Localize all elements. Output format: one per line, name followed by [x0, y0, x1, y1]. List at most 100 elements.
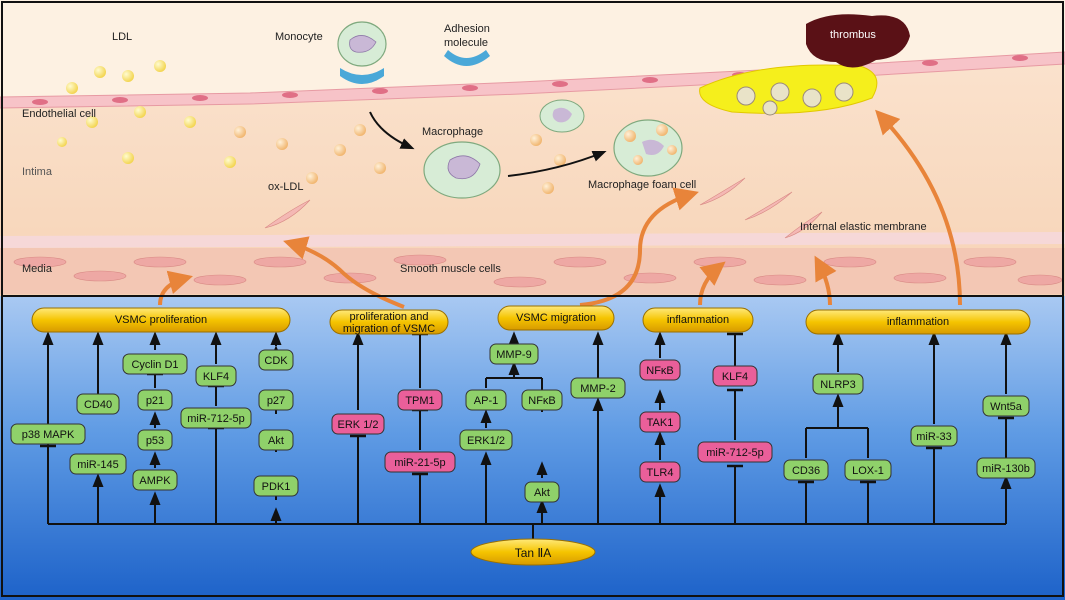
node-label-mir130b: miR-130b: [982, 463, 1030, 475]
effect-label-prolif_mig-1: proliferation and: [350, 311, 429, 323]
node-box: [459, 429, 513, 451]
node-cd36: CD36: [783, 459, 829, 481]
node-box: [639, 359, 681, 381]
node-label-mir712b: miR-712-5p: [706, 447, 763, 459]
node-cyclind1: Cyclin D1: [122, 353, 188, 375]
node-box: [195, 365, 237, 387]
tan-iia-shape: [470, 538, 596, 566]
node-erk12b: ERK1/2: [459, 429, 513, 451]
node-box: [253, 475, 299, 497]
macrophage-to-foam-arrow: [507, 150, 607, 177]
label-intima: Intima: [22, 166, 53, 178]
effect-box: [497, 305, 615, 331]
node-label-pdk1: PDK1: [262, 481, 291, 493]
node-label-tlr4: TLR4: [647, 467, 674, 479]
node-mir145: miR-145: [69, 453, 127, 475]
node-box: [137, 389, 173, 411]
node-nlrp3: NLRP3: [812, 373, 864, 395]
label-oxldl: ox-LDL: [268, 181, 303, 193]
label-adhesion-2: molecule: [444, 37, 488, 49]
node-mir712a: miR-712-5p: [180, 407, 252, 429]
node-box: [137, 429, 173, 451]
node-label-mmp2: MMP-2: [580, 383, 615, 395]
node-label-nfkb1: NFκB: [528, 395, 556, 407]
node-erk12a: ERK 1/2: [331, 413, 385, 435]
effect-box: [31, 307, 291, 333]
node-box: [69, 453, 127, 475]
node-box: [258, 429, 294, 451]
node-box: [976, 457, 1036, 479]
effect-inflam1: inflammation: [642, 307, 754, 333]
effect-inflam2: inflammation: [805, 309, 1031, 335]
node-nfkb1: NFκB: [521, 389, 563, 411]
node-label-mir145: miR-145: [77, 459, 119, 471]
ldl-particles: [57, 60, 236, 168]
node-mir712b: miR-712-5p: [697, 441, 773, 463]
node-label-cd40: CD40: [84, 399, 112, 411]
foam-cell: [613, 119, 683, 177]
node-box: [844, 459, 892, 481]
node-tpm1: TPM1: [397, 389, 443, 411]
node-label-nfkb2: NFκB: [646, 365, 674, 377]
node-box: [76, 393, 120, 415]
node-label-akt1: Akt: [268, 435, 284, 447]
effect-label-inflam1: inflammation: [667, 314, 729, 326]
node-mmp2: MMP-2: [570, 377, 626, 399]
node-box: [639, 411, 681, 433]
node-box: [331, 413, 385, 435]
label-smc: Smooth muscle cells: [400, 263, 501, 275]
effect-box: [329, 309, 449, 335]
node-box: [570, 377, 626, 399]
label-endothelial: Endothelial cell: [22, 108, 96, 120]
label-macrophage: Macrophage: [422, 126, 483, 138]
node-label-mir712a: miR-712-5p: [187, 413, 244, 425]
node-label-nlrp3: NLRP3: [820, 379, 855, 391]
node-label-klf4b: KLF4: [722, 371, 748, 383]
node-label-tpm1: TPM1: [405, 395, 434, 407]
node-akt1: Akt: [258, 429, 294, 451]
node-ampk: AMPK: [132, 469, 178, 491]
node-box: [384, 451, 456, 473]
node-box: [258, 389, 294, 411]
label-iem: Internal elastic membrane: [800, 221, 927, 233]
node-box: [639, 461, 681, 483]
migrating-smc: [264, 177, 823, 239]
node-label-lox1: LOX-1: [852, 465, 884, 477]
node-label-cd36: CD36: [792, 465, 820, 477]
node-akt2: Akt: [524, 481, 560, 503]
node-label-cyclind1: Cyclin D1: [131, 359, 178, 371]
node-box: [712, 365, 758, 387]
node-label-p21: p21: [146, 395, 164, 407]
node-label-cdk: CDK: [264, 355, 288, 367]
tan-iia-label: Tan ⅡA: [515, 546, 552, 560]
node-label-ampk: AMPK: [139, 475, 171, 487]
monocyte-to-macrophage-arrow: [369, 111, 415, 150]
oxldl-particles: [234, 124, 566, 194]
node-box: [180, 407, 252, 429]
node-label-erk12a: ERK 1/2: [338, 419, 379, 431]
node-box: [697, 441, 773, 463]
node-tlr4: TLR4: [639, 461, 681, 483]
node-label-erk12b: ERK1/2: [467, 435, 505, 447]
node-box: [489, 343, 539, 365]
effect-label-vsmc_mig: VSMC migration: [516, 312, 596, 324]
node-label-wnt5a: Wnt5a: [990, 401, 1023, 413]
node-klf4b: KLF4: [712, 365, 758, 387]
node-label-ap1: AP-1: [474, 395, 498, 407]
node-label-mir21: miR-21-5p: [394, 457, 445, 469]
node-label-klf4a: KLF4: [203, 371, 229, 383]
label-thrombus: thrombus: [830, 29, 876, 41]
node-label-p38: p38 MAPK: [22, 429, 75, 441]
node-p21: p21: [137, 389, 173, 411]
orange-arrows: [158, 109, 962, 309]
plaque: [699, 64, 878, 116]
node-cd40: CD40: [76, 393, 120, 415]
tan-iia-node: Tan ⅡA: [470, 538, 596, 566]
node-mir33: miR-33: [910, 425, 958, 447]
label-adhesion-1: Adhesion: [444, 23, 490, 35]
node-label-mir33: miR-33: [916, 431, 951, 443]
